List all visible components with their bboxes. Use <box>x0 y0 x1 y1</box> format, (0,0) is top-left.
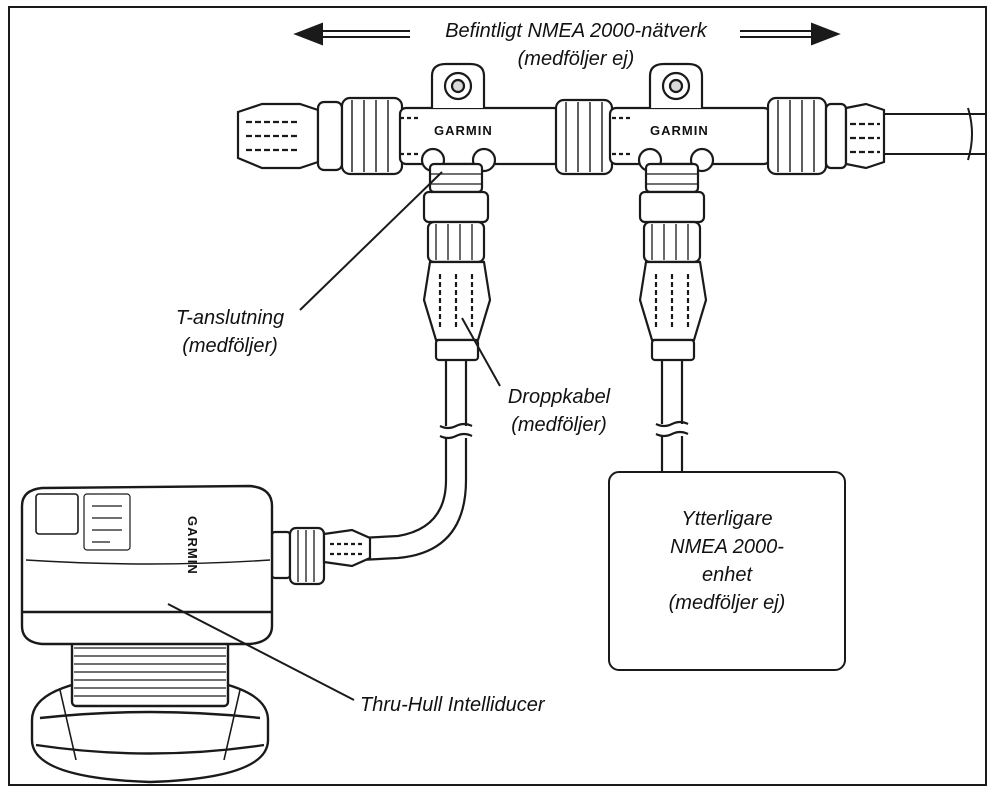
tee-label-line1: T-anslutning <box>175 307 285 329</box>
device-label-line4: (medföljer ej) <box>668 592 786 614</box>
drop-label-line2: (medföljer) <box>511 414 607 436</box>
additional-device-box <box>608 471 846 671</box>
drop-leader-line <box>461 317 501 387</box>
device-logo: GARMIN <box>185 516 200 575</box>
tee-left-logo: GARMIN <box>434 123 493 138</box>
tee-right-logo: GARMIN <box>650 123 709 138</box>
drop-label-line1: Droppkabel <box>507 386 611 408</box>
network-label-line2: (medföljer ej) <box>517 48 635 70</box>
tee-leader-line <box>299 171 443 311</box>
backbone-cable-right <box>880 107 985 161</box>
drop-cable-right <box>655 360 689 472</box>
backbone-connector-right <box>766 96 886 176</box>
backbone-connector-left <box>236 96 404 176</box>
device-label-line2: NMEA 2000- <box>670 536 784 558</box>
drop-connector-left <box>422 190 492 362</box>
tee-connector-right: GARMIN <box>608 62 772 194</box>
network-arrow-right <box>740 22 841 46</box>
backbone-coupler-middle <box>554 98 614 176</box>
device-label-line3: enhet <box>701 564 753 586</box>
drop-connector-right <box>638 190 708 362</box>
transducer-leader-line <box>167 603 355 701</box>
drop-cable-left <box>359 360 473 562</box>
transducer-label: Thru-Hull Intelliducer <box>360 694 545 716</box>
tee-connector-left: GARMIN <box>398 62 562 194</box>
transducer-cable-connector <box>270 526 372 586</box>
network-label-line1: Befintligt NMEA 2000-nätverk <box>445 20 707 42</box>
device-label-line1: Ytterligare <box>681 508 773 530</box>
tee-label-line2: (medföljer) <box>182 335 278 357</box>
network-arrow-left <box>293 22 410 46</box>
thru-hull-transducer: GARMIN <box>20 484 274 784</box>
